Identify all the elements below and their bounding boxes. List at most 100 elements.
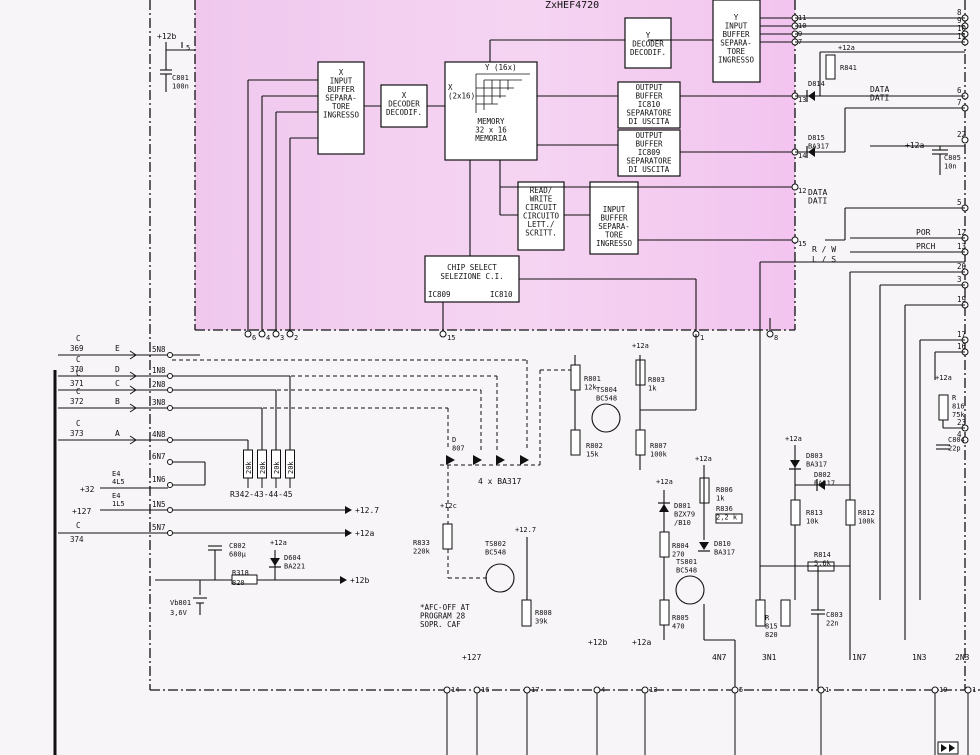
rail-12-7: +12.7 xyxy=(355,506,379,515)
bank-resistor-value: 20k xyxy=(245,461,253,474)
bottom-label: 1N7 xyxy=(852,653,867,662)
edge-pin-number: 3 xyxy=(957,275,962,284)
edge-pin-number: 16 xyxy=(957,342,967,351)
connector-signal: B xyxy=(115,397,120,406)
memory-grid-icon xyxy=(475,73,530,113)
module-boundary xyxy=(53,0,980,755)
d803-supply: +12a xyxy=(785,435,802,443)
edge-pin-22: 22 xyxy=(957,130,969,144)
bottom-label: 2N3 xyxy=(955,653,970,662)
connector-signal: E xyxy=(115,344,120,353)
chip-pin-number: 3 xyxy=(280,334,284,342)
connector-pin: 2N8 xyxy=(152,380,166,389)
chip-pin-number: 8 xyxy=(774,334,778,342)
connector-c-label: C xyxy=(76,387,81,396)
chip-wiring xyxy=(181,17,795,334)
bottom-label: +12b xyxy=(588,638,607,647)
bottom-pin-number: 17 xyxy=(531,686,539,694)
chip-pin-number: 2 xyxy=(294,334,298,342)
chip-right-pin-15: 15 xyxy=(791,236,806,248)
edge-pin-4: 4 xyxy=(957,430,969,444)
edge-pin-number: 10 xyxy=(957,24,967,33)
e4-label: E4 xyxy=(112,470,120,478)
connector-c-label: C xyxy=(76,334,81,343)
left-pin: 6N7 xyxy=(152,452,166,461)
edge-pin-number: 6 xyxy=(957,86,962,95)
edge-pin-number: 13 xyxy=(957,242,966,251)
rail-12a: +12a xyxy=(355,529,374,538)
edge-pin-number: 11 xyxy=(957,32,966,41)
bottom-pin-14: 14 xyxy=(443,686,459,755)
bottom-pin-number: 4 xyxy=(601,686,605,694)
plus32-label: +32 xyxy=(80,485,95,494)
chip-pin-15: 15 xyxy=(439,330,455,342)
edge-pin-number: 8 xyxy=(957,8,962,17)
e4-label: E4 xyxy=(112,492,120,500)
c801-supply: +12b xyxy=(157,32,176,41)
bottom-pin-5: 5 xyxy=(731,686,743,755)
chip-pin-number: 15 xyxy=(447,334,455,342)
chip-pin-8: 8 xyxy=(766,330,778,342)
chip-pin-6: 6 xyxy=(244,330,256,342)
c801-pin: 5 xyxy=(186,44,190,52)
l5-label: 1L5 xyxy=(112,500,125,508)
bottom-pin-4: 4 xyxy=(593,686,605,755)
memory-grid-y-label: Y (16x) xyxy=(485,63,517,72)
chip-name: ZxHEF4720 xyxy=(545,0,599,11)
r841-supply: +12a xyxy=(838,44,855,52)
connector-c-label: C xyxy=(76,355,81,364)
memory-grid-x-label: X(2x16) xyxy=(448,83,475,101)
connector-pin: 1N8 xyxy=(152,366,166,375)
edge-pin-number: 20 xyxy=(957,262,967,271)
edge-pin-number: 7 xyxy=(957,98,962,107)
connector-c-label: C xyxy=(76,419,81,428)
connector-signal: D xyxy=(115,365,120,374)
ic809-label: IC809 xyxy=(428,290,451,299)
bottom-pin-17: 17 xyxy=(523,686,539,755)
chip-right-pin-12: 12 xyxy=(791,183,806,195)
r803-supply: +12a xyxy=(632,342,649,350)
chip-pin-2: 2 xyxy=(286,330,298,342)
ba317x4-label: 4 x BA317 xyxy=(478,477,522,486)
bank-resistor-value: 20k xyxy=(273,461,281,474)
chip-right-pin-number: 15 xyxy=(798,240,806,248)
left-buses: +12.7 +12a +12b xyxy=(155,354,379,585)
bottom-pin-number: 1 xyxy=(972,686,976,694)
bottom-pin-number: 19 xyxy=(939,686,947,694)
